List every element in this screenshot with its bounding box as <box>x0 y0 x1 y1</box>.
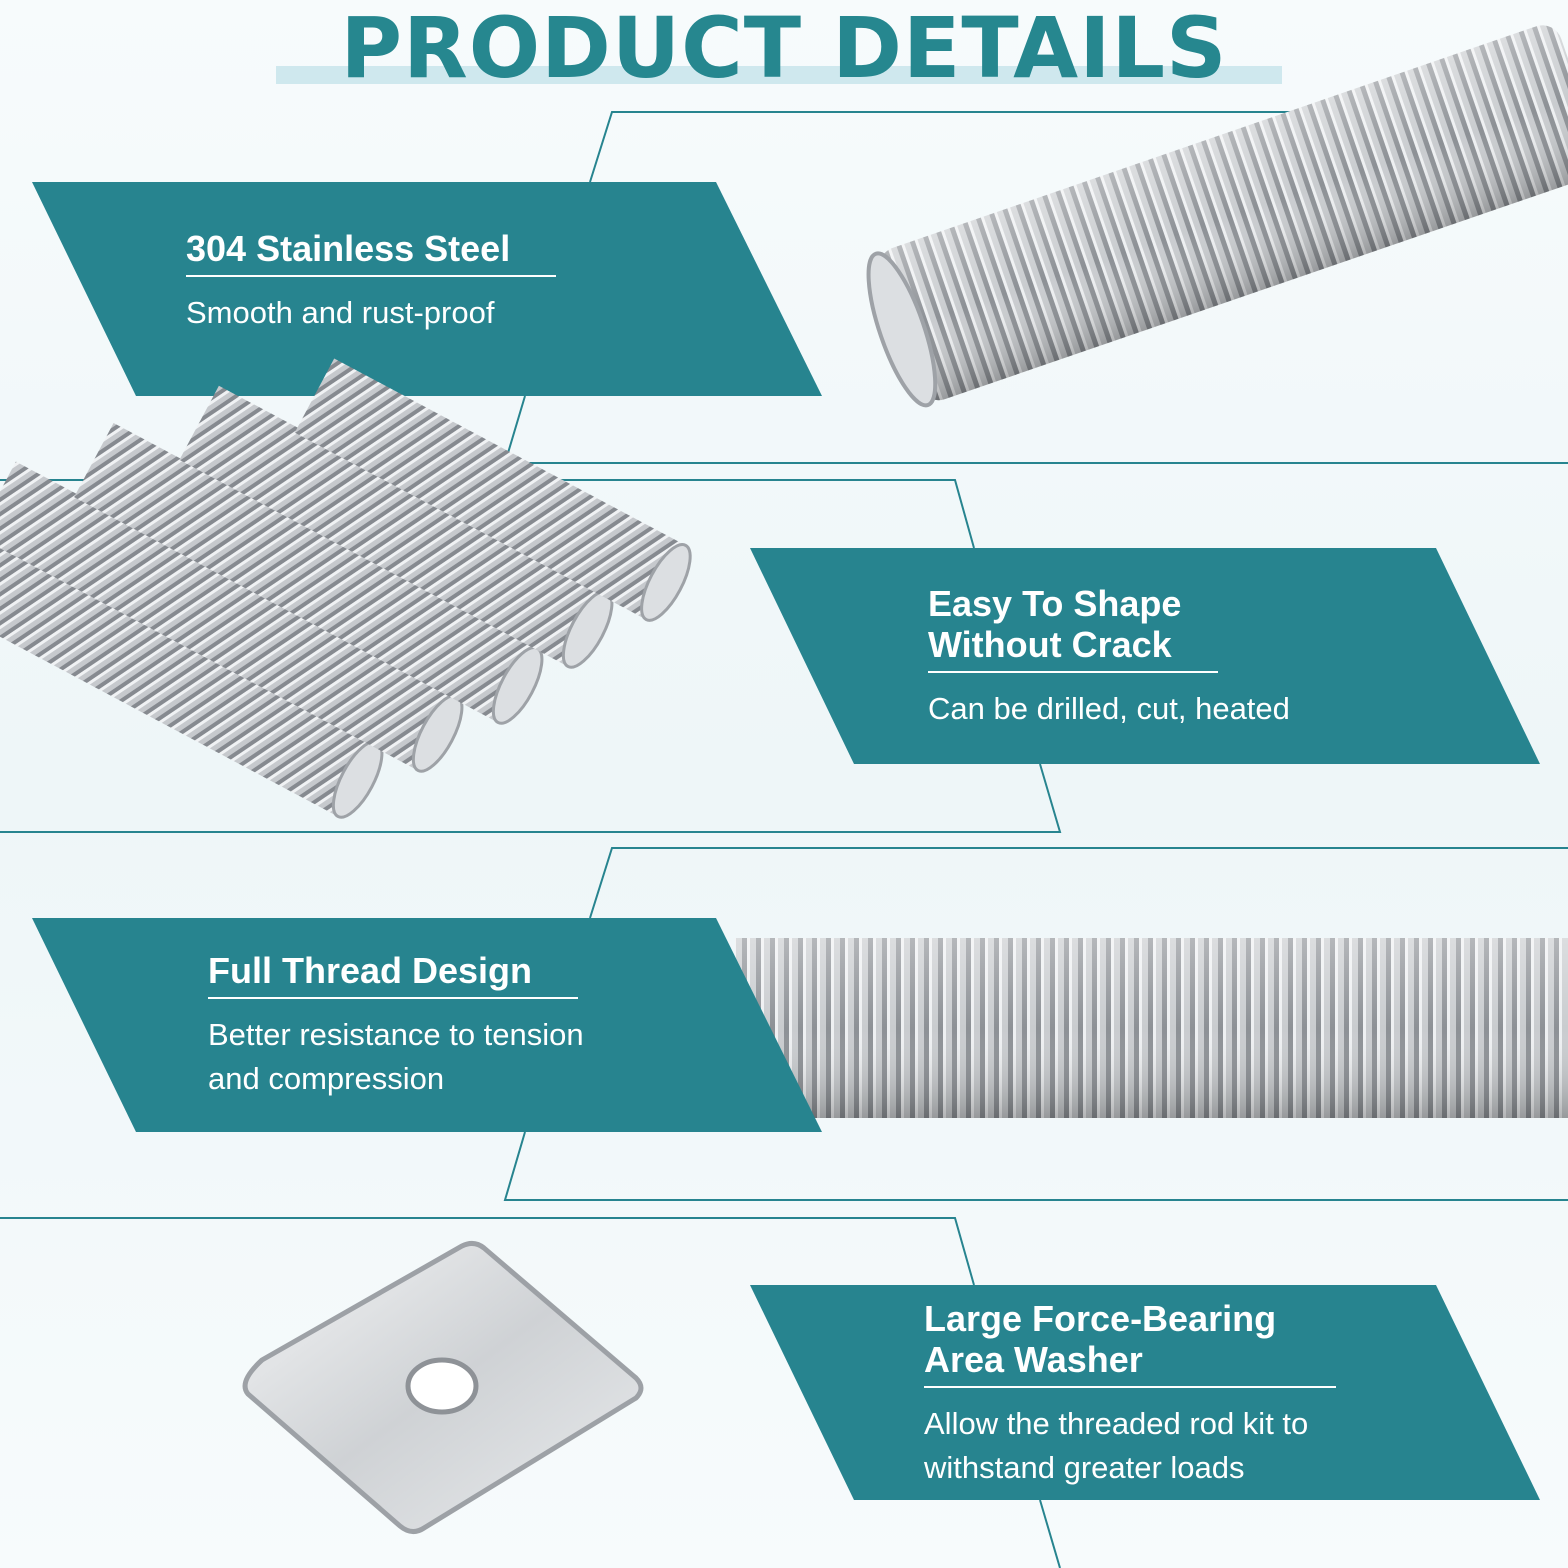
outline-frame <box>503 1131 1568 1201</box>
threaded-rod-end-closeup <box>866 25 1568 408</box>
square-washer <box>242 1240 644 1534</box>
feature-band <box>32 918 822 1132</box>
feature-section-1 <box>32 25 1568 464</box>
outline-frame <box>0 763 1062 833</box>
feature-text-4: Large Force-Bearing Area Washer Allow th… <box>924 1298 1336 1490</box>
threaded-rod-side <box>735 938 1568 1118</box>
feature-section-2 <box>0 358 1540 833</box>
feature-description: Smooth and rust-proof <box>186 295 495 330</box>
feature-band <box>750 1285 1540 1500</box>
header: PRODUCT DETAILS <box>0 0 1568 100</box>
feature-description: Can be drilled, cut, heated <box>928 691 1290 726</box>
feature-text-2: Easy To Shape Without Crack Can be drill… <box>928 583 1290 731</box>
feature-title: 304 Stainless Steel <box>186 228 511 269</box>
outline-frame <box>1039 1499 1061 1568</box>
title-highlight-bar <box>276 66 1282 84</box>
feature-section-4 <box>0 1217 1540 1568</box>
threaded-rod-bundle <box>0 358 692 819</box>
feature-text-3: Full Thread Design Better resistance to … <box>208 950 584 1101</box>
feature-title: Easy To Shape Without Crack <box>928 583 1182 665</box>
feature-description: Allow the threaded rod kit to withstand … <box>924 1406 1309 1485</box>
outline-frame <box>0 1217 975 1286</box>
feature-description: Better resistance to tension and compres… <box>208 1017 584 1096</box>
feature-divider <box>208 997 578 999</box>
page-title: PRODUCT DETAILS <box>340 0 1228 97</box>
feature-divider <box>924 1386 1336 1388</box>
outline-frame <box>589 847 1568 919</box>
feature-divider <box>186 275 556 277</box>
feature-section-3 <box>32 847 1568 1201</box>
feature-divider <box>928 671 1218 673</box>
feature-title: Full Thread Design <box>208 950 533 991</box>
feature-band <box>32 182 822 396</box>
outline-frame <box>589 111 1568 183</box>
feature-band <box>750 548 1540 764</box>
feature-text-1: 304 Stainless Steel Smooth and rust-proo… <box>186 228 556 335</box>
outline-frame <box>503 395 1568 464</box>
feature-title: Large Force-Bearing Area Washer <box>924 1298 1277 1380</box>
